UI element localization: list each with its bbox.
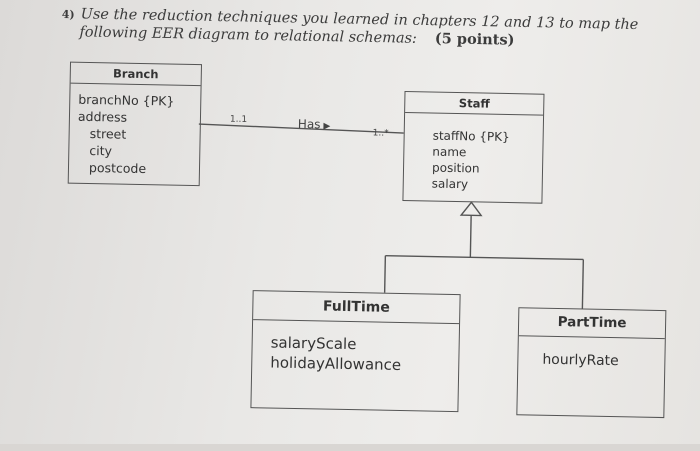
attr-holidayallowance: holidayAllowance xyxy=(270,353,402,375)
parttime-entity: PartTime hourlyRate xyxy=(516,307,667,419)
branch-attributes: branchNo {PK} address street city postco… xyxy=(69,84,201,178)
branch-entity: Branch branchNo {PK} address street city… xyxy=(67,61,203,187)
generalization-triangle xyxy=(459,201,483,217)
relationship-name: Has xyxy=(297,116,321,132)
attr-salary: salary xyxy=(431,176,469,192)
staff-title: Staff xyxy=(405,92,544,116)
generalization-stem xyxy=(469,215,472,258)
fulltime-entity: FullTime salaryScale holidayAllowance xyxy=(250,290,461,413)
parttime-title: PartTime xyxy=(518,308,666,340)
multiplicity-staff: 1..* xyxy=(372,128,389,139)
fulltime-title: FullTime xyxy=(253,291,460,325)
fulltime-attributes: salaryScale holidayAllowance xyxy=(252,320,459,376)
generalization-bar xyxy=(385,254,584,261)
relationship-label: Has▶ xyxy=(298,117,331,132)
attr-hourlyrate: hourlyRate xyxy=(542,351,619,370)
direction-arrow-icon: ▶ xyxy=(323,121,331,132)
generalization-drop-fulltime xyxy=(383,255,387,293)
staff-entity: Staff staffNo {PK} name position salary xyxy=(402,91,545,204)
parttime-attributes: hourlyRate xyxy=(518,336,665,371)
staff-attributes: staffNo {PK} name position salary xyxy=(404,113,543,194)
multiplicity-branch: 1..1 xyxy=(229,114,248,126)
association-line xyxy=(198,123,404,134)
generalization-drop-parttime xyxy=(581,259,585,309)
attr-postcode: postcode xyxy=(88,159,147,177)
branch-title: Branch xyxy=(70,62,201,87)
